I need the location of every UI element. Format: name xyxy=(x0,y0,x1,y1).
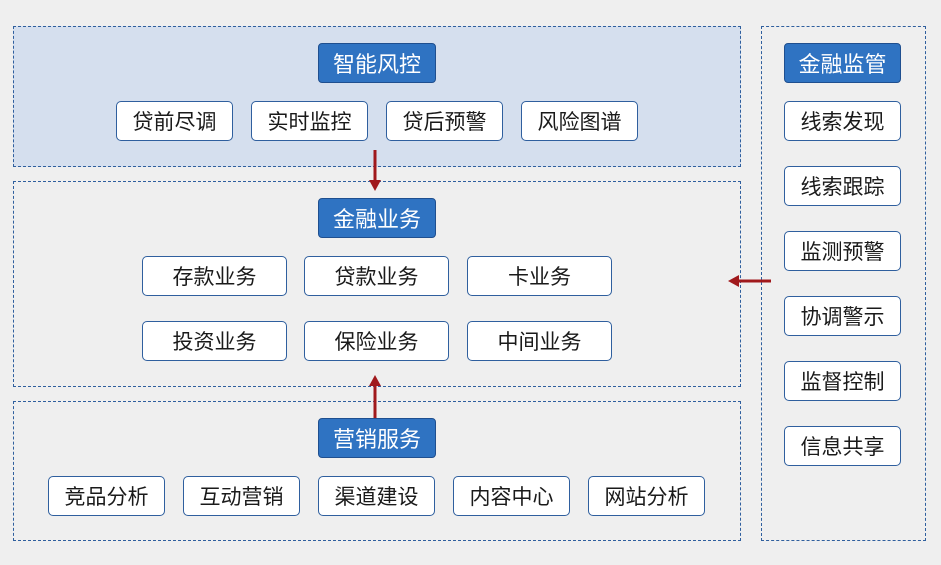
smart-risk-item: 风险图谱 xyxy=(521,101,638,141)
regulation-item: 协调警示 xyxy=(784,296,901,336)
arrow-left-icon xyxy=(728,275,771,287)
finance-business-item: 存款业务 xyxy=(142,256,287,296)
regulation-item: 线索跟踪 xyxy=(784,166,901,206)
marketing-panel xyxy=(13,401,741,541)
regulation-item: 监督控制 xyxy=(784,361,901,401)
arrow-up-icon xyxy=(369,375,381,418)
finance-business-item: 卡业务 xyxy=(467,256,612,296)
marketing-item: 内容中心 xyxy=(453,476,570,516)
smart-risk-item: 贷后预警 xyxy=(386,101,503,141)
regulation-panel xyxy=(761,26,926,541)
finance-business-item: 投资业务 xyxy=(142,321,287,361)
marketing-item: 网站分析 xyxy=(588,476,705,516)
regulation-item: 线索发现 xyxy=(784,101,901,141)
arrow-down-icon xyxy=(369,150,381,191)
regulation-item: 监测预警 xyxy=(784,231,901,271)
finance-business-item: 贷款业务 xyxy=(304,256,449,296)
smart-risk-item: 贷前尽调 xyxy=(116,101,233,141)
marketing-title: 营销服务 xyxy=(318,418,436,458)
finance-business-title: 金融业务 xyxy=(318,198,436,238)
regulation-item: 信息共享 xyxy=(784,426,901,466)
marketing-item: 渠道建设 xyxy=(318,476,435,516)
marketing-item: 互动营销 xyxy=(183,476,300,516)
smart-risk-title: 智能风控 xyxy=(318,43,436,83)
finance-business-item: 中间业务 xyxy=(467,321,612,361)
marketing-item: 竞品分析 xyxy=(48,476,165,516)
smart-risk-item: 实时监控 xyxy=(251,101,368,141)
regulation-title: 金融监管 xyxy=(784,43,901,83)
finance-business-item: 保险业务 xyxy=(304,321,449,361)
